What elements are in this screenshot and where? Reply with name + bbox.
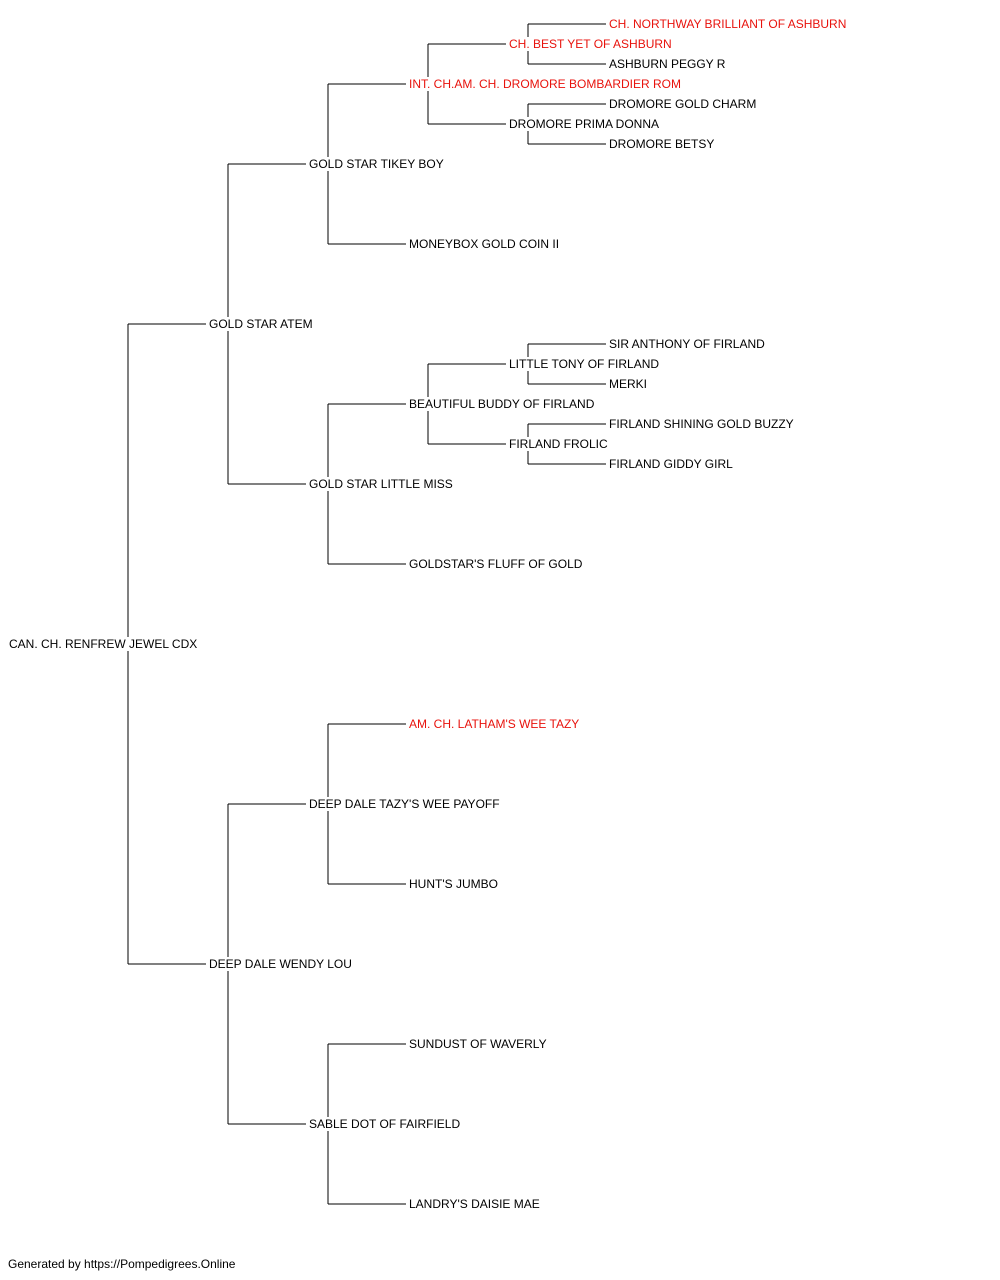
subject-sire-dam-sire-sire-sire-name[interactable]: SIR ANTHONY OF FIRLAND — [608, 337, 766, 351]
subject-sire-dam-sire-dam-name[interactable]: FIRLAND FROLIC — [508, 437, 609, 451]
subject-sire-dam-sire-dam-dam-name[interactable]: FIRLAND GIDDY GIRL — [608, 457, 734, 471]
subject-dam-dam-dam-name[interactable]: LANDRY'S DAISIE MAE — [408, 1197, 541, 1211]
subject-sire-dam-sire-sire-dam-name[interactable]: MERKI — [608, 377, 649, 391]
subject-dam-name[interactable]: DEEP DALE WENDY LOU — [208, 957, 353, 971]
generated-by-footer: Generated by https://Pompedigrees.Online — [8, 1257, 236, 1271]
subject-sire-dam-sire-dam-sire-name[interactable]: FIRLAND SHINING GOLD BUZZY — [608, 417, 795, 431]
subject-sire-sire-dam-name[interactable]: MONEYBOX GOLD COIN II — [408, 237, 561, 251]
subject-sire-dam-sire-sire-name[interactable]: LITTLE TONY OF FIRLAND — [508, 357, 661, 371]
subject-sire-name[interactable]: GOLD STAR ATEM — [208, 317, 314, 331]
subject-sire-sire-sire-dam-dam-name[interactable]: DROMORE BETSY — [608, 137, 716, 151]
subject-sire-dam-dam-name[interactable]: GOLDSTAR'S FLUFF OF GOLD — [408, 557, 584, 571]
subject-dam-dam-sire-name[interactable]: SUNDUST OF WAVERLY — [408, 1037, 548, 1051]
subject-sire-sire-sire-sire-dam-name[interactable]: ASHBURN PEGGY R — [608, 57, 727, 71]
subject-dam-sire-dam-name[interactable]: HUNT'S JUMBO — [408, 877, 499, 891]
subject-sire-sire-sire-dam-sire-name[interactable]: DROMORE GOLD CHARM — [608, 97, 758, 111]
subject-dam-dam-name[interactable]: SABLE DOT OF FAIRFIELD — [308, 1117, 462, 1131]
subject-sire-sire-sire-name[interactable]: INT. CH.AM. CH. DROMORE BOMBARDIER ROM — [408, 77, 683, 91]
subject-sire-sire-sire-sire-sire-name[interactable]: CH. NORTHWAY BRILLIANT OF ASHBURN — [608, 17, 848, 31]
subject-sire-sire-name[interactable]: GOLD STAR TIKEY BOY — [308, 157, 445, 171]
subject-sire-sire-sire-sire-name[interactable]: CH. BEST YET OF ASHBURN — [508, 37, 673, 51]
subject-sire-sire-sire-dam-name[interactable]: DROMORE PRIMA DONNA — [508, 117, 661, 131]
subject-dam-sire-name[interactable]: DEEP DALE TAZY'S WEE PAYOFF — [308, 797, 501, 811]
subject-dam-sire-sire-name[interactable]: AM. CH. LATHAM'S WEE TAZY — [408, 717, 581, 731]
subject-name[interactable]: CAN. CH. RENFREW JEWEL CDX — [8, 637, 199, 651]
subject-sire-dam-name[interactable]: GOLD STAR LITTLE MISS — [308, 477, 454, 491]
subject-sire-dam-sire-name[interactable]: BEAUTIFUL BUDDY OF FIRLAND — [408, 397, 596, 411]
